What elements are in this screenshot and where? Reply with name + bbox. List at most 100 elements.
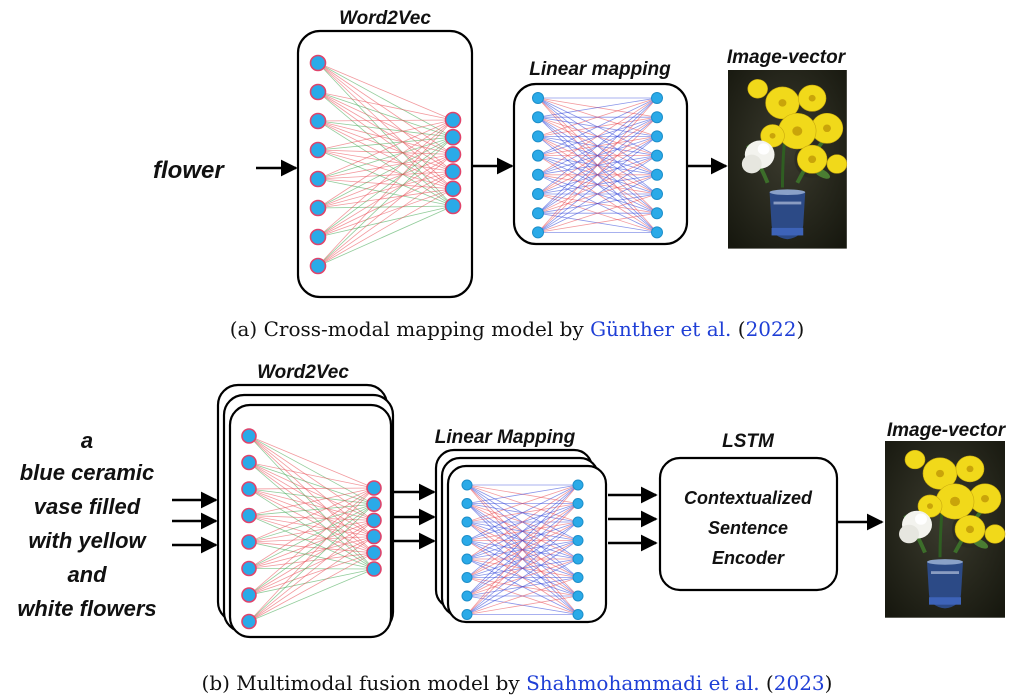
network-edge <box>317 136 454 267</box>
network-edge <box>466 484 579 615</box>
network-node <box>309 141 327 159</box>
network-node <box>366 512 382 529</box>
network-edge <box>317 119 454 151</box>
network-edge <box>466 595 579 615</box>
network-node <box>651 188 663 200</box>
network-edge <box>248 536 375 622</box>
citation-year-shahmohammadi[interactable]: 2023 <box>774 671 825 695</box>
word2vec-label: Word2Vec <box>257 362 349 383</box>
network-edge <box>248 536 375 596</box>
linear-mapping-network <box>461 479 584 620</box>
lstm-box-line: Sentence <box>708 518 788 538</box>
citation-year-gunther[interactable]: 2022 <box>746 317 797 341</box>
network-edge <box>466 484 579 504</box>
network-edge <box>537 97 658 176</box>
network-edge <box>248 536 375 569</box>
network-edge <box>317 205 454 209</box>
input-line: white flowers <box>17 596 156 621</box>
network-edge <box>248 487 375 622</box>
network-edge <box>248 487 375 490</box>
network-edge <box>248 487 375 543</box>
network-node <box>241 454 257 471</box>
network-node <box>572 553 584 565</box>
caption-b: (b) Multimodal fusion model by Shahmoham… <box>202 671 833 695</box>
network-node <box>461 479 473 491</box>
input-sentence: a blue ceramic vase filled with yellow a… <box>17 428 156 621</box>
network-node <box>532 226 544 239</box>
network-node <box>241 613 257 630</box>
network-edge <box>317 188 454 209</box>
network-node <box>532 130 544 143</box>
network-edge <box>248 552 375 569</box>
network-edge <box>317 119 454 267</box>
network-edge <box>248 487 375 516</box>
network-edge <box>317 205 454 267</box>
network-edge <box>537 155 658 233</box>
network-node <box>309 54 327 72</box>
network-edge <box>466 540 579 615</box>
network-node <box>651 130 663 143</box>
network-edge <box>317 171 454 209</box>
network-edge <box>248 503 375 622</box>
network-node <box>461 572 473 583</box>
network-node <box>651 111 663 124</box>
network-node <box>366 561 382 577</box>
network-edge <box>317 119 454 238</box>
network-node <box>444 197 462 215</box>
lstm-box-line: Encoder <box>712 548 785 568</box>
network-edge <box>537 97 658 214</box>
network-node <box>366 496 382 513</box>
network-edge <box>317 205 454 238</box>
network-node <box>572 590 584 602</box>
network-edge <box>537 212 658 233</box>
network-edge <box>537 97 658 195</box>
network-node <box>461 535 473 546</box>
network-edge <box>248 520 375 596</box>
network-edge <box>248 462 375 489</box>
network-node <box>241 560 257 577</box>
network-edge <box>317 171 454 267</box>
network-edge <box>466 484 579 523</box>
network-edge <box>248 487 375 596</box>
network-edge <box>317 91 454 121</box>
network-edge <box>248 435 375 489</box>
network-edge <box>537 97 658 137</box>
network-node <box>309 199 327 217</box>
network-edge <box>248 552 375 596</box>
network-edge <box>317 119 454 209</box>
input-line: a <box>81 428 93 453</box>
network-edge <box>317 119 454 180</box>
network-node <box>241 534 257 550</box>
citation-link-gunther[interactable]: Günther et al. <box>590 317 731 341</box>
network-node <box>651 226 663 239</box>
citation-link-shahmohammadi[interactable]: Shahmohammadi et al. <box>526 671 760 695</box>
input-word-flower: flower <box>153 157 225 184</box>
network-node <box>444 180 462 198</box>
input-line: vase filled <box>34 494 141 519</box>
linear-mapping-label: Linear mapping <box>529 59 671 80</box>
network-node <box>241 481 257 497</box>
network-node <box>532 92 544 104</box>
network-node <box>651 168 663 181</box>
network-node <box>572 479 584 491</box>
network-edge <box>466 484 579 578</box>
network-edge <box>466 484 579 541</box>
linear-mapping-label: Linear Mapping <box>435 427 576 448</box>
network-edge <box>317 62 454 121</box>
network-node <box>461 590 473 602</box>
linear-mapping-network <box>532 92 663 239</box>
network-node <box>532 207 544 220</box>
flower-vase-image <box>726 68 849 251</box>
network-edge <box>248 568 375 622</box>
network-edge <box>248 568 375 596</box>
network-edge <box>537 97 658 233</box>
network-edge <box>537 97 658 156</box>
image-vector-label: Image-vector <box>727 47 847 68</box>
network-node <box>366 480 382 496</box>
network-edge <box>248 503 375 569</box>
network-edge <box>317 136 454 209</box>
network-edge <box>537 97 658 118</box>
input-line: with yellow <box>28 528 147 553</box>
word2vec-network <box>309 54 462 275</box>
word2vec-label: Word2Vec <box>339 8 431 29</box>
